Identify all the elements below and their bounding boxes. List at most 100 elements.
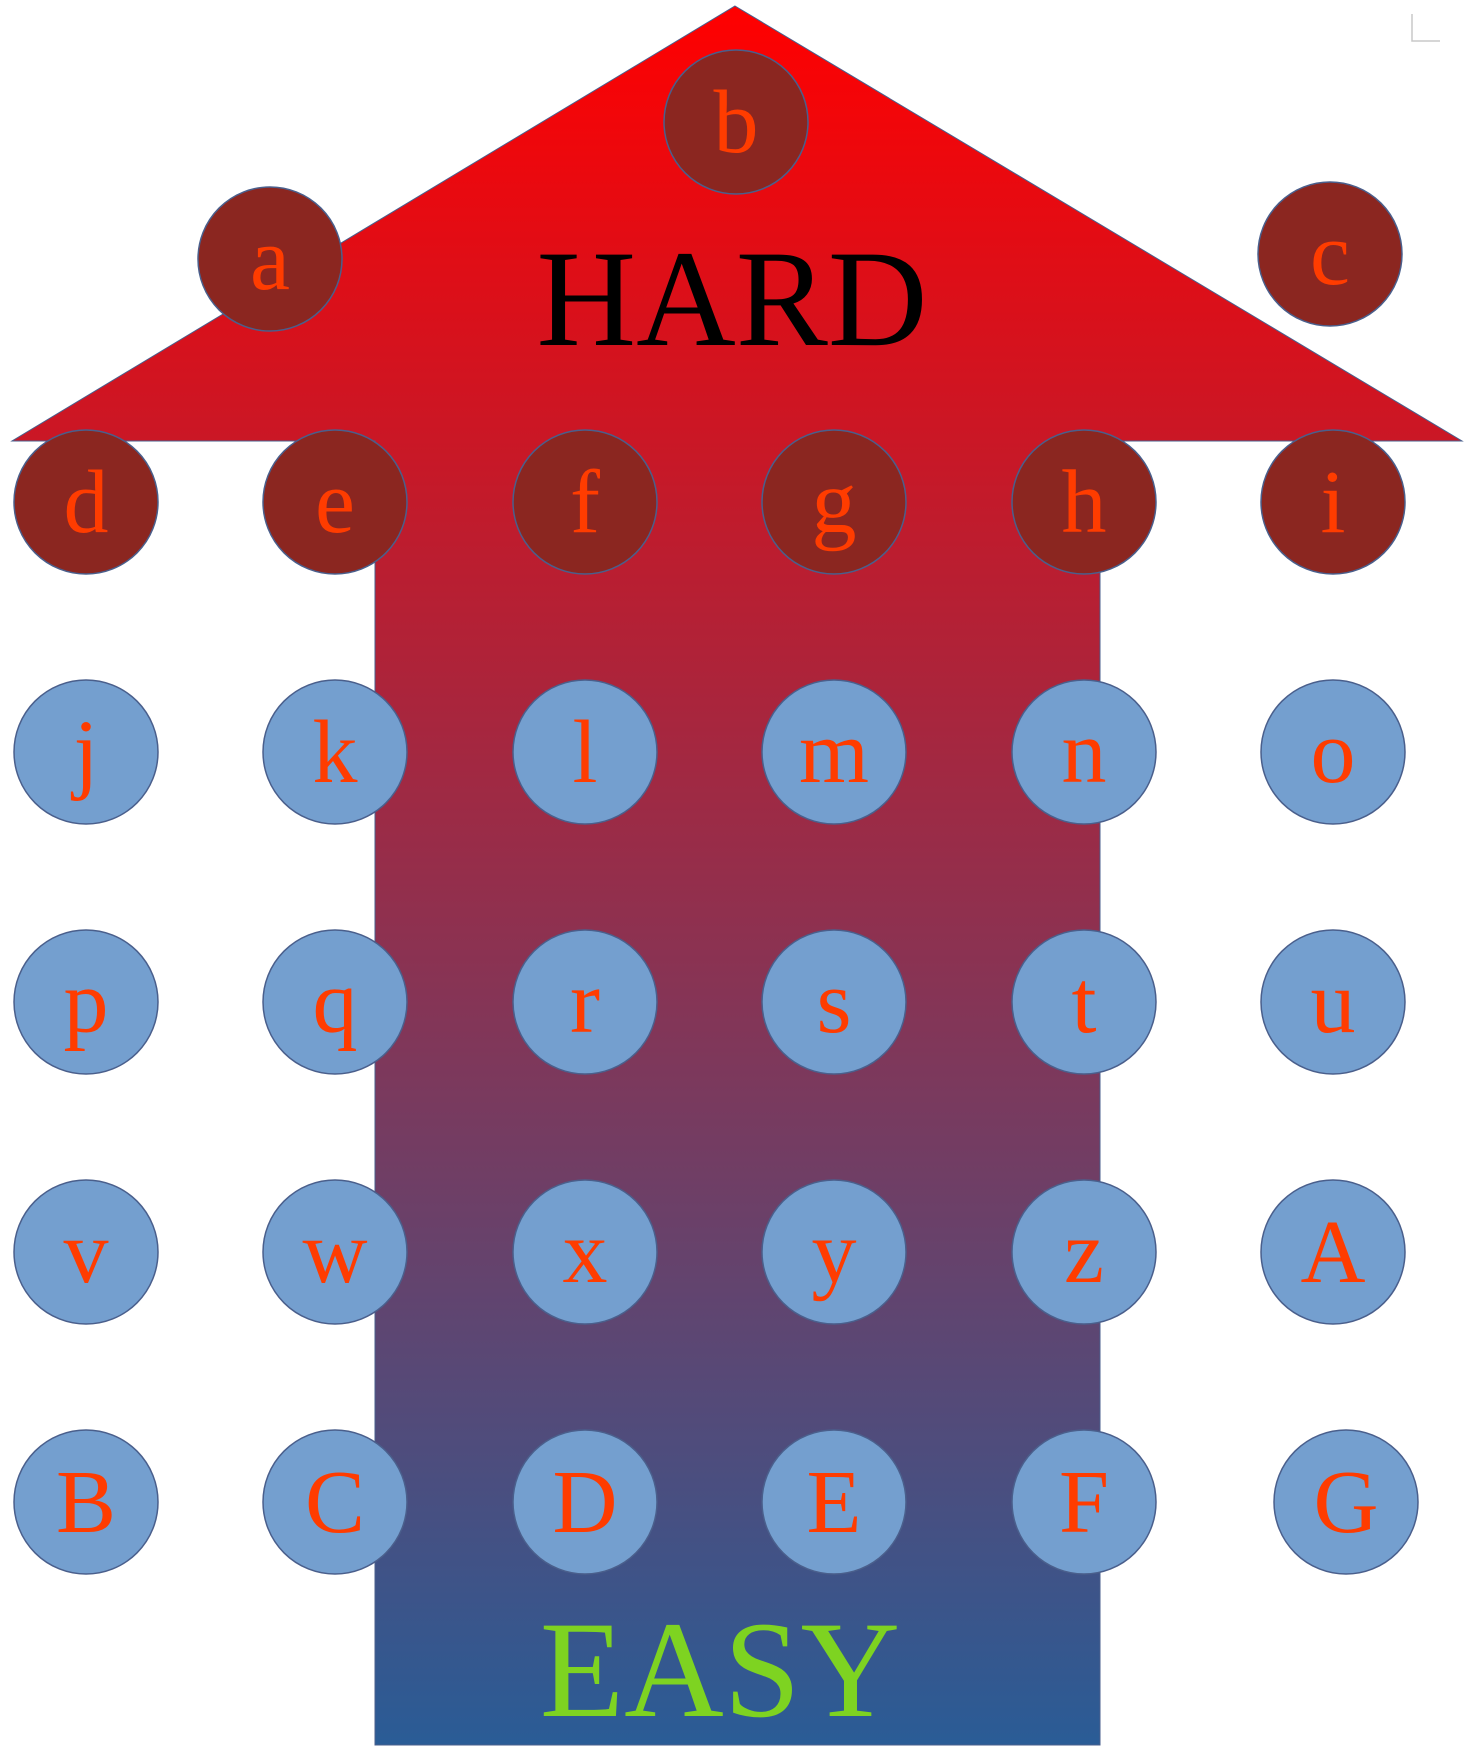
node-letter: C <box>305 1453 365 1552</box>
easy-circle <box>1011 679 1157 825</box>
easy-node-t: t <box>1011 929 1157 1075</box>
easy-node-G: G <box>1273 1429 1419 1575</box>
node-letter: d <box>64 453 109 552</box>
letter-nodes: a b c d e f g h i j k l m n o p q r s t u v w x y z A B C D E F G <box>13 49 1419 1575</box>
easy-node-p: p <box>13 929 159 1075</box>
node-letter: z <box>1064 1203 1104 1302</box>
node-letter: j <box>70 703 98 802</box>
node-letter: G <box>1314 1453 1379 1552</box>
easy-node-s: s <box>761 929 907 1075</box>
easy-circle <box>262 1179 408 1325</box>
easy-circle <box>761 1429 907 1575</box>
node-letter: h <box>1062 453 1107 552</box>
easy-node-F: F <box>1011 1429 1157 1575</box>
easy-circle <box>262 1429 408 1575</box>
easy-node-o: o <box>1260 679 1406 825</box>
easy-node-m: m <box>761 679 907 825</box>
easy-circle <box>1011 1429 1157 1575</box>
easy-node-x: x <box>512 1179 658 1325</box>
node-letter: D <box>553 1453 618 1552</box>
hard-circle <box>262 429 408 575</box>
easy-circle <box>13 1429 159 1575</box>
hard-node-b: b <box>663 49 809 195</box>
easy-circle <box>1260 929 1406 1075</box>
node-letter: E <box>807 1453 862 1552</box>
node-letter: m <box>799 703 869 802</box>
node-letter: v <box>64 1203 109 1302</box>
node-letter: t <box>1071 953 1096 1052</box>
node-letter: u <box>1311 953 1356 1052</box>
easy-node-w: w <box>262 1179 408 1325</box>
node-letter: n <box>1062 703 1107 802</box>
easy-circle <box>761 1179 907 1325</box>
easy-node-E: E <box>761 1429 907 1575</box>
easy-node-v: v <box>13 1179 159 1325</box>
easy-circle <box>1273 1429 1419 1575</box>
node-letter: A <box>1301 1203 1366 1302</box>
node-letter: y <box>812 1203 857 1302</box>
corner-mark <box>1411 14 1440 42</box>
node-letter: r <box>570 953 600 1052</box>
easy-node-B: B <box>13 1429 159 1575</box>
node-letter: f <box>570 453 600 552</box>
easy-node-u: u <box>1260 929 1406 1075</box>
node-letter: F <box>1059 1453 1109 1552</box>
easy-label: EASY <box>540 1593 900 1746</box>
node-letter: b <box>714 73 759 172</box>
easy-circle <box>1011 1179 1157 1325</box>
easy-node-C: C <box>262 1429 408 1575</box>
hard-node-c: c <box>1257 181 1403 327</box>
easy-circle <box>13 929 159 1075</box>
node-letter: q <box>313 953 358 1052</box>
easy-circle <box>1011 929 1157 1075</box>
hard-circle <box>13 429 159 575</box>
easy-circle <box>262 679 408 825</box>
hard-node-i: i <box>1260 429 1406 575</box>
easy-node-l: l <box>512 679 658 825</box>
easy-circle <box>512 1429 658 1575</box>
node-letter: e <box>315 453 355 552</box>
easy-node-y: y <box>761 1179 907 1325</box>
easy-circle <box>1260 679 1406 825</box>
node-letter: l <box>572 703 597 802</box>
easy-circle <box>512 1179 658 1325</box>
hard-node-d: d <box>13 429 159 575</box>
hard-node-e: e <box>262 429 408 575</box>
easy-node-k: k <box>262 679 408 825</box>
easy-circle <box>262 929 408 1075</box>
node-letter: B <box>56 1453 116 1552</box>
easy-node-A: A <box>1260 1179 1406 1325</box>
hard-circle <box>512 429 658 575</box>
easy-circle <box>512 679 658 825</box>
node-letter: p <box>64 953 109 1052</box>
node-letter: o <box>1311 703 1356 802</box>
node-letter: a <box>250 210 290 309</box>
easy-node-j: j <box>13 679 159 825</box>
hard-circle <box>1011 429 1157 575</box>
easy-circle <box>13 679 159 825</box>
hard-label: HARD <box>536 222 927 375</box>
hard-node-h: h <box>1011 429 1157 575</box>
easy-node-r: r <box>512 929 658 1075</box>
hard-node-g: g <box>761 429 907 575</box>
node-letter: w <box>303 1203 368 1302</box>
easy-node-D: D <box>512 1429 658 1575</box>
hard-circle <box>761 429 907 575</box>
easy-circle <box>13 1179 159 1325</box>
node-letter: s <box>816 953 851 1052</box>
node-letter: x <box>563 1203 608 1302</box>
easy-node-z: z <box>1011 1179 1157 1325</box>
easy-circle <box>761 929 907 1075</box>
easy-node-n: n <box>1011 679 1157 825</box>
node-letter: g <box>812 453 857 552</box>
hard-node-f: f <box>512 429 658 575</box>
hard-circle <box>197 186 343 332</box>
node-letter: i <box>1320 453 1345 552</box>
easy-circle <box>1260 1179 1406 1325</box>
node-letter: c <box>1310 205 1350 304</box>
hard-node-a: a <box>197 186 343 332</box>
node-letter: k <box>313 703 358 802</box>
hard-circle <box>663 49 809 195</box>
